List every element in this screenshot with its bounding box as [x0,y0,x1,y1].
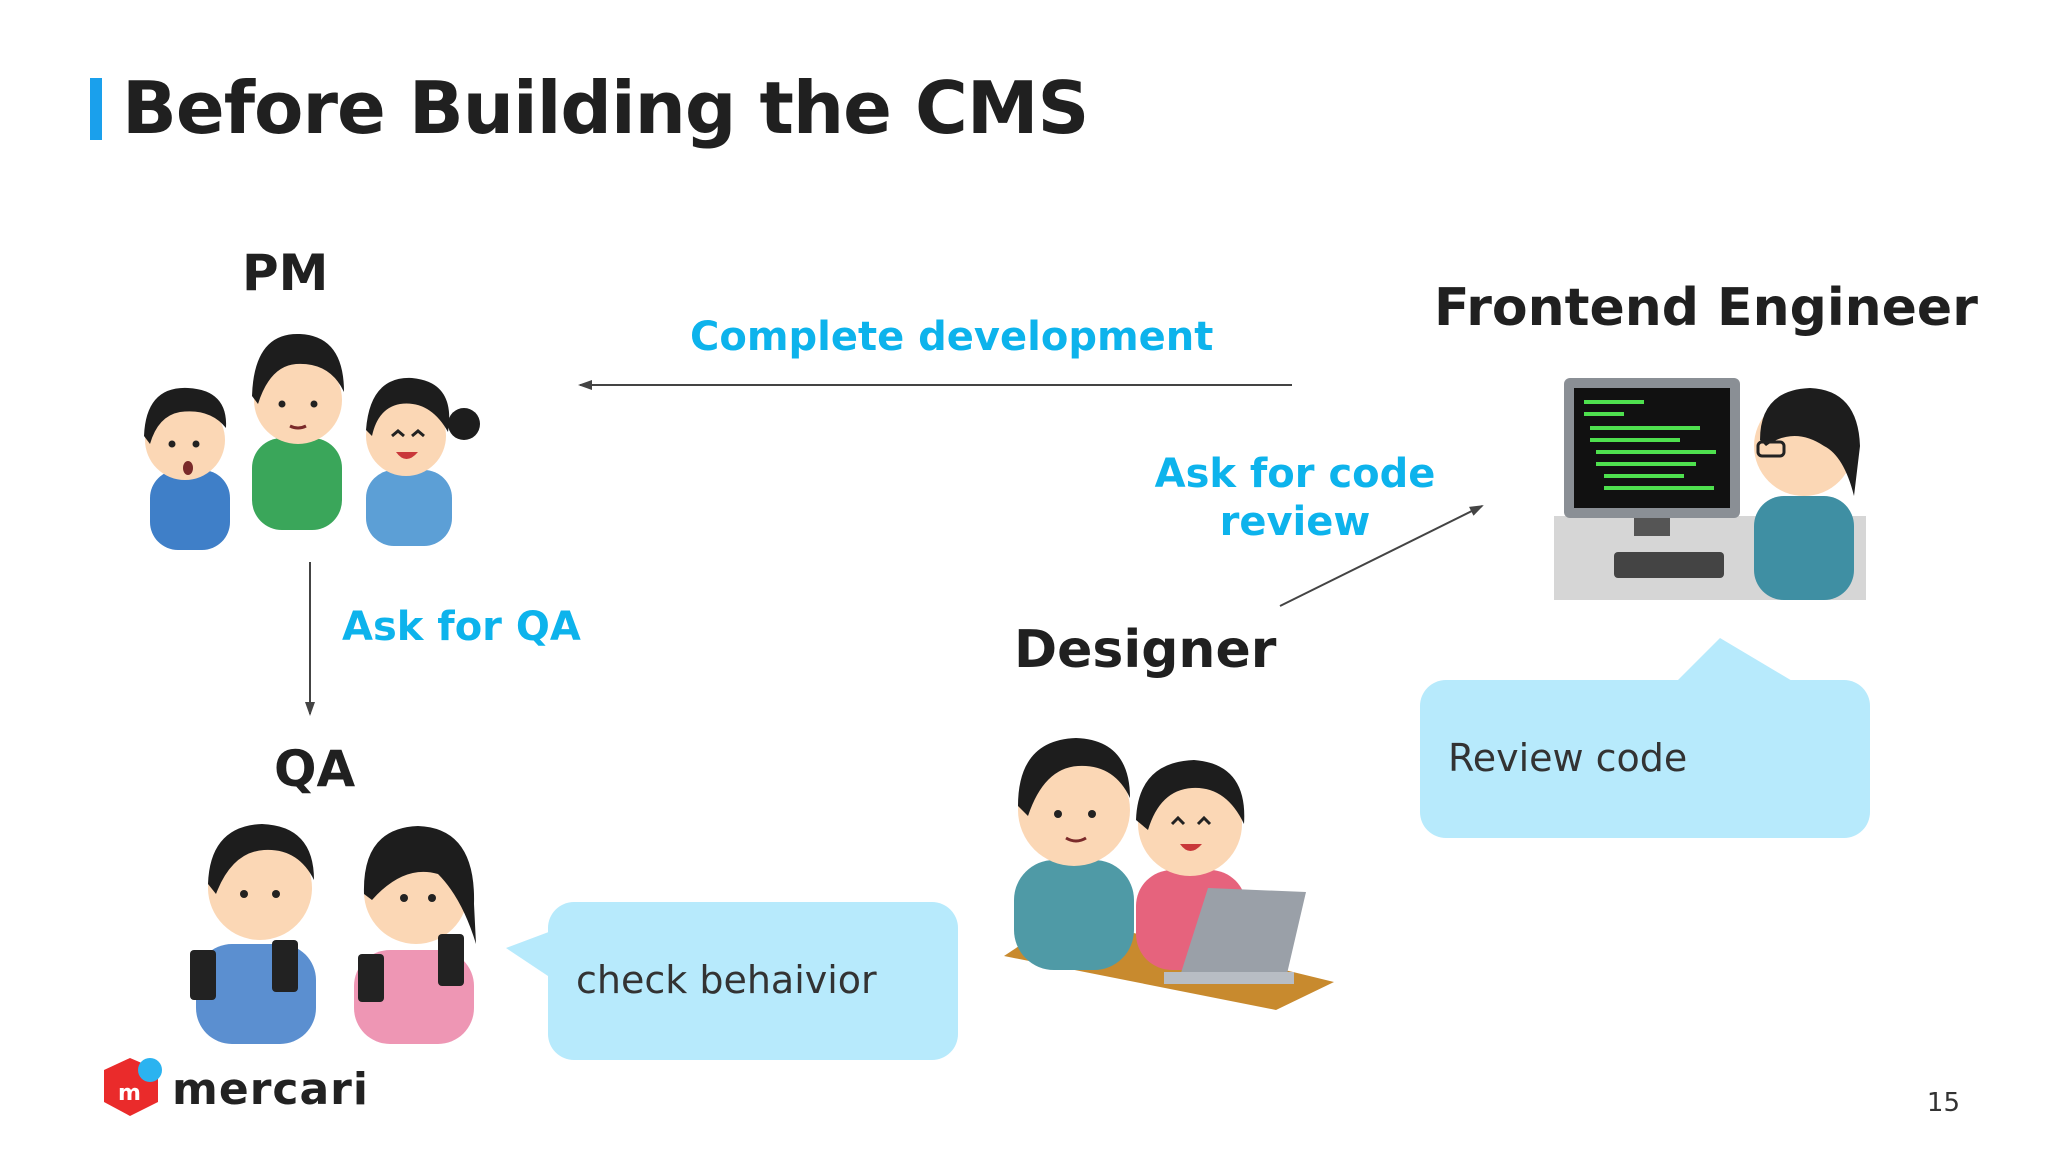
mercari-logo-icon: m [104,1058,162,1116]
page-number: 15 [1926,1088,1960,1118]
role-designer: Designer [1014,620,1277,680]
check-behavior-text: check behaivior [576,958,877,1002]
frontend-engineer-illustration [1554,378,1866,600]
role-frontend-engineer: Frontend Engineer [1434,278,1978,338]
title-accent-bar [90,78,102,140]
pm-group-illustration [144,333,480,550]
svg-text:m: m [118,1081,141,1106]
slide-title: Before Building the CMS [122,66,1089,150]
designer-illustration [1004,738,1334,1010]
review-code-text: Review code [1448,736,1688,780]
label-complete-development: Complete development [690,314,1214,360]
label-ask-qa: Ask for QA [342,604,581,650]
review-code-bubble: Review code [1420,680,1870,838]
role-qa: QA [274,740,356,798]
check-behavior-bubble: check behaivior [548,902,958,1060]
role-pm: PM [242,244,329,302]
mercari-brand: mercari [172,1064,369,1115]
check-bubble-pointer [506,930,554,980]
label-ask-code-review: Ask for code review [1154,451,1436,545]
review-bubble-pointer [1676,638,1794,682]
qa-illustration [190,824,476,1044]
